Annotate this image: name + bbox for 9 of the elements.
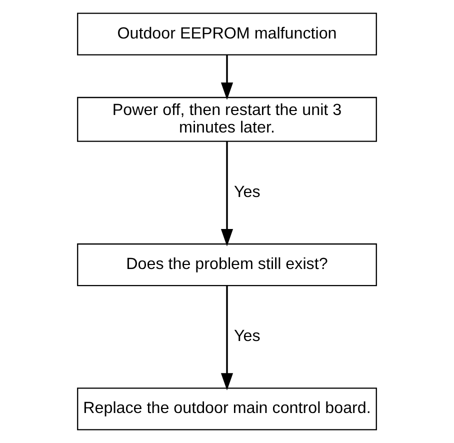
node-box: Replace the outdoor main control board. bbox=[77, 388, 377, 430]
arrow bbox=[220, 286, 234, 390]
edge-label: Yes bbox=[234, 182, 260, 201]
node-box: Outdoor EEPROM malfunction bbox=[77, 12, 377, 56]
node-box: Power off, then restart the unit 3 minutes later. bbox=[77, 96, 377, 142]
edge-label: Yes bbox=[234, 327, 260, 346]
arrow bbox=[220, 54, 234, 100]
arrow bbox=[220, 141, 234, 246]
node-box: Does the problem still exist? bbox=[77, 243, 377, 286]
